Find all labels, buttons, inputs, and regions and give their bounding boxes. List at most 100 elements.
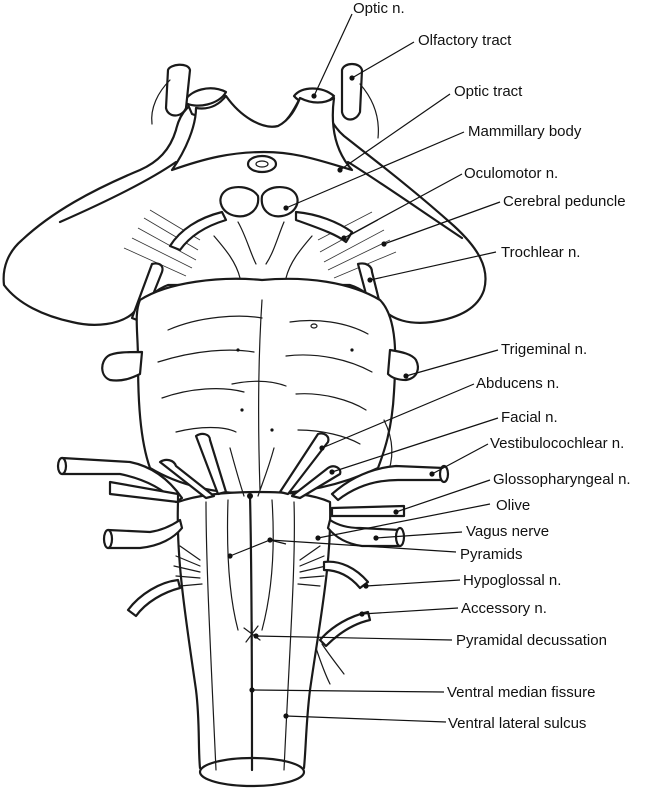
mammillary-body-right <box>260 186 299 218</box>
label-oculomotor-n: Oculomotor n. <box>464 165 558 182</box>
leader-pyramidal-decussation <box>255 635 453 641</box>
dot-pyramidal-decussation <box>253 633 259 639</box>
glossopharyngeal-nerve-right <box>330 504 406 518</box>
pons-fold-1 <box>167 315 263 331</box>
brainstem-drawing <box>2 62 487 788</box>
label-optic-n: Optic n. <box>353 0 405 17</box>
olfactory-tract-right <box>340 62 364 121</box>
dot-vestibulocochlear-n <box>429 471 435 477</box>
label-ventral-lateral-sulcus: Ventral lateral sulcus <box>448 715 586 732</box>
oculomotor-inner-right <box>265 221 285 265</box>
dot-ventral-lateral-sulcus <box>283 713 289 719</box>
ventral-lateral-sulcus-left <box>205 501 217 771</box>
ventral-lateral-sulcus-right <box>283 501 295 771</box>
olfactory-curve-left <box>151 79 171 125</box>
dot-olfactory-tract <box>349 75 355 81</box>
leader-vagus-nerve <box>375 531 463 539</box>
label-accessory-n: Accessory n. <box>461 600 547 617</box>
label-mammillary-body: Mammillary body <box>468 123 582 140</box>
pons-fold-5 <box>161 388 245 399</box>
oculomotor-nerve-left <box>168 210 228 252</box>
label-vestibulocochlear-n: Vestibulocochlear n. <box>490 435 624 452</box>
leader-olive <box>317 503 491 539</box>
label-cerebral-peduncle: Cerebral peduncle <box>503 193 626 210</box>
label-hypoglossal-n: Hypoglossal n. <box>463 572 561 589</box>
label-trochlear-n: Trochlear n. <box>501 244 580 261</box>
pons-dot-2 <box>350 348 354 352</box>
dot-mammillary-body <box>283 205 289 211</box>
pons-dot-4 <box>270 428 274 432</box>
optic-chiasm-body <box>170 94 354 172</box>
leader-abducens-n <box>321 383 475 449</box>
leader-optic-n <box>313 13 353 97</box>
infundibulum-stalk <box>255 160 269 168</box>
pons-fold-4 <box>285 354 373 373</box>
dot-pyramids-left <box>227 553 233 559</box>
labels: Optic n. Olfactory tract Optic tract Mam… <box>353 0 631 732</box>
label-vagus-nerve: Vagus nerve <box>466 523 549 540</box>
trigeminal-nerve-left <box>101 350 144 382</box>
label-abducens-n: Abducens n. <box>476 375 559 392</box>
pontomedullary-junction-dot <box>247 493 253 499</box>
cerebral-peduncle-hatching <box>123 209 397 279</box>
dot-vagus-nerve <box>373 535 379 541</box>
vestibulocochlear-right-cut <box>438 464 450 484</box>
leader-pyramids-right <box>269 539 287 545</box>
olive-rootlets-right <box>297 545 327 587</box>
mammillary-body-left <box>219 186 260 218</box>
leader-hypoglossal-n <box>365 579 461 587</box>
vagus-nerve-left <box>106 518 184 550</box>
label-optic-tract: Optic tract <box>454 83 523 100</box>
leader-optic-tract <box>339 93 451 171</box>
dot-trigeminal-n <box>403 373 409 379</box>
dot-abducens-n <box>319 445 325 451</box>
olive-rootlets-left <box>173 545 203 587</box>
label-ventral-median-fissure: Ventral median fissure <box>447 684 595 701</box>
dot-cerebral-peduncle <box>381 241 387 247</box>
label-trigeminal-n: Trigeminal n. <box>501 341 587 358</box>
dot-olive <box>315 535 321 541</box>
label-olfactory-tract: Olfactory tract <box>418 32 512 49</box>
dot-pyramids-right <box>267 537 273 543</box>
leader-ventral-median-fissure <box>251 689 445 693</box>
label-olive: Olive <box>496 497 530 514</box>
pons <box>135 277 397 496</box>
leader-accessory-n <box>361 607 459 615</box>
vagus-left-cut <box>102 528 114 550</box>
olfactory-curve-right <box>359 83 379 139</box>
leader-mammillary-body <box>285 131 465 209</box>
oculomotor-nerve-right <box>294 210 354 244</box>
leader-glossopharyngeal-n <box>395 479 491 513</box>
leader-facial-n <box>331 417 499 473</box>
pyramid-edge-left <box>226 499 239 631</box>
dot-optic-tract <box>337 167 343 173</box>
vestibulocochlear-left-cut <box>56 456 68 476</box>
label-pyramidal-decussation: Pyramidal decussation <box>456 632 607 649</box>
hypoglossal-nerve-left <box>126 578 182 618</box>
label-facial-n: Facial n. <box>501 409 558 426</box>
pons-dot-1 <box>236 348 240 352</box>
leader-olfactory-tract <box>351 41 415 79</box>
optic-tract-left <box>58 160 178 224</box>
accessory-nerve-right <box>318 610 372 648</box>
dot-optic-n <box>311 93 317 99</box>
accessory-rootlets-right <box>315 643 345 685</box>
leader-oculomotor-n <box>343 173 463 239</box>
pons-fold-6 <box>231 380 287 387</box>
pyramid-edge-right <box>261 499 274 631</box>
optic-tract-right <box>346 160 464 240</box>
leader-trochlear-n <box>369 251 497 281</box>
trigeminal-nerve-right <box>386 348 419 382</box>
dot-oculomotor-n <box>341 235 347 241</box>
dot-facial-n <box>329 469 335 475</box>
dot-ventral-median-fissure <box>249 687 255 693</box>
pons-fold-8 <box>175 426 237 433</box>
olfactory-tract-left <box>164 63 192 117</box>
hypoglossal-nerve-right <box>322 560 370 590</box>
leader-vestibulocochlear-n <box>431 443 489 475</box>
label-glossopharyngeal-n: Glossopharyngeal n. <box>493 471 631 488</box>
glossopharyngeal-nerve-left <box>108 480 180 504</box>
pons-fold-3 <box>157 349 255 363</box>
pons-basilar-groove <box>258 299 263 491</box>
